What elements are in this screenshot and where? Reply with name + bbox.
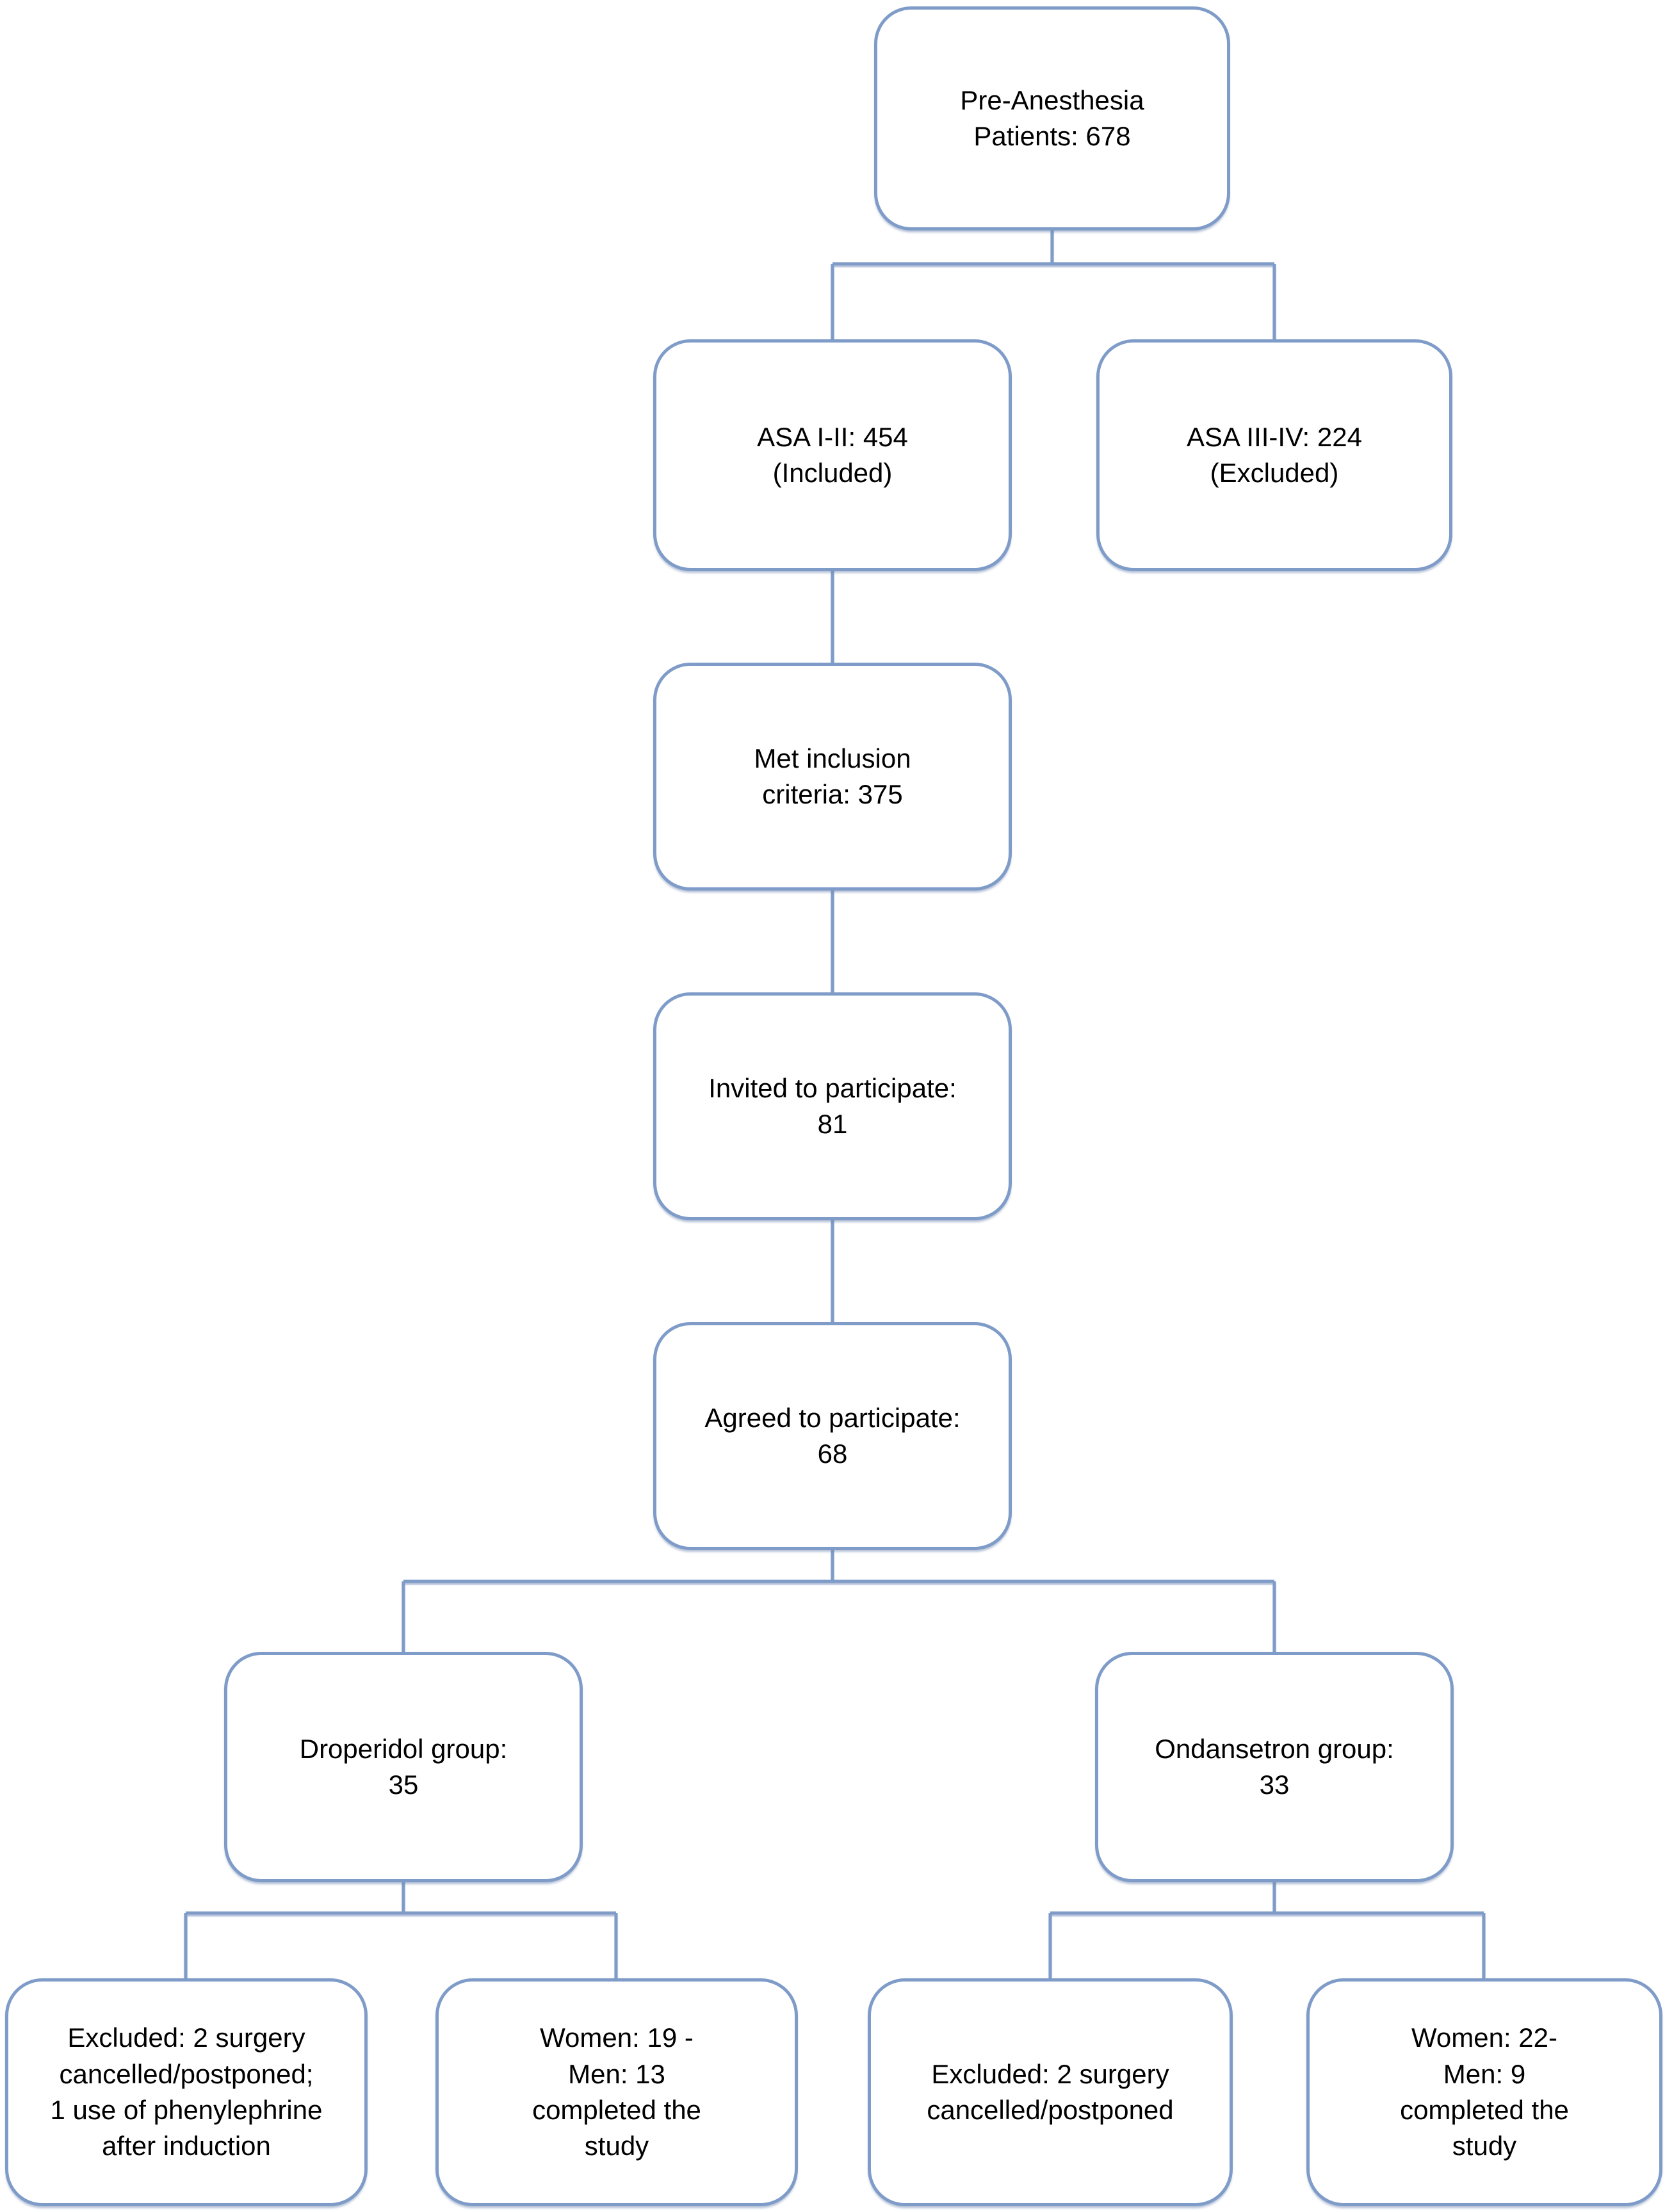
connector-path	[184, 229, 1486, 1980]
node-droperidol-completed-label: Women: 19 - Men: 13 completed the study	[532, 2022, 701, 2161]
node-met-inclusion-criteria: Met inclusion criteria: 375	[653, 663, 1012, 891]
node-agreed-label: Agreed to participate: 68	[704, 1402, 961, 1469]
node-agreed-to-participate: Agreed to participate: 68	[653, 1322, 1012, 1550]
node-ondansetron-completed: Women: 22- Men: 9 completed the study	[1306, 1978, 1662, 2206]
node-invited-to-participate: Invited to participate: 81	[653, 992, 1012, 1220]
node-asa-iii-iv-excluded: ASA III-IV: 224 (Excluded)	[1096, 339, 1452, 571]
node-droperidol-excluded: Excluded: 2 surgery cancelled/postponed;…	[5, 1978, 368, 2206]
node-ondansetron-label: Ondansetron group: 33	[1155, 1733, 1394, 1800]
node-ondansetron-excluded-label: Excluded: 2 surgery cancelled/postponed	[927, 2058, 1174, 2125]
node-invited-label: Invited to participate: 81	[708, 1072, 957, 1139]
node-droperidol-group: Droperidol group: 35	[224, 1652, 583, 1882]
node-pre-anesthesia-label: Pre-Anesthesia Patients: 678	[960, 85, 1144, 151]
node-ondansetron-excluded: Excluded: 2 surgery cancelled/postponed	[868, 1978, 1233, 2206]
node-met-inclusion-label: Met inclusion criteria: 375	[754, 743, 911, 809]
node-pre-anesthesia-patients: Pre-Anesthesia Patients: 678	[874, 6, 1230, 230]
node-asa-iii-iv-label: ASA III-IV: 224 (Excluded)	[1187, 421, 1362, 488]
node-droperidol-label: Droperidol group: 35	[299, 1733, 508, 1800]
node-asa-i-ii-label: ASA I-II: 454 (Included)	[757, 421, 908, 488]
node-droperidol-completed: Women: 19 - Men: 13 completed the study	[435, 1978, 798, 2206]
node-asa-i-ii-included: ASA I-II: 454 (Included)	[653, 339, 1012, 571]
node-ondansetron-completed-label: Women: 22- Men: 9 completed the study	[1400, 2022, 1569, 2161]
node-droperidol-excluded-label: Excluded: 2 surgery cancelled/postponed;…	[50, 2022, 323, 2161]
node-ondansetron-group: Ondansetron group: 33	[1095, 1652, 1454, 1882]
